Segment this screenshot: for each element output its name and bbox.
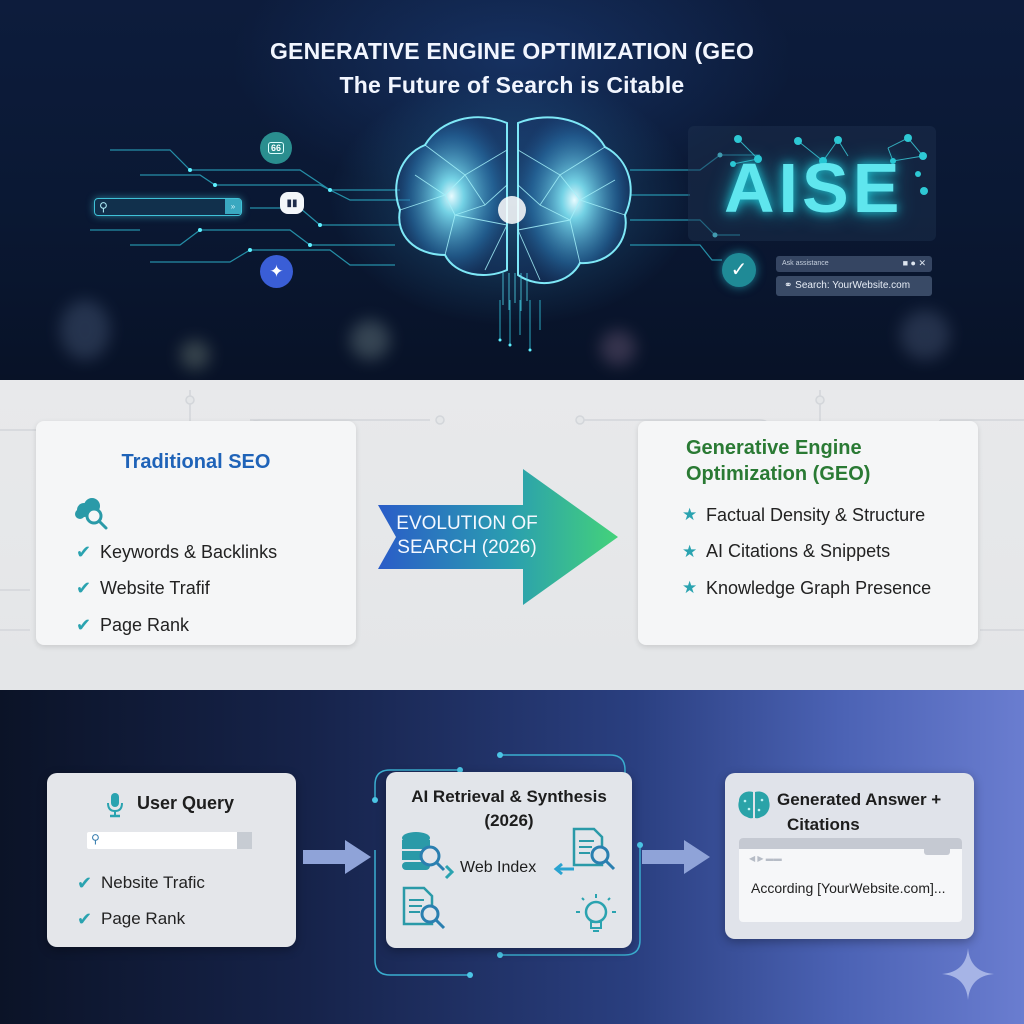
flow-circuit bbox=[372, 752, 643, 978]
search-submit-button[interactable] bbox=[237, 832, 252, 849]
check-icon: ✔ bbox=[77, 872, 93, 893]
user-query-card: User Query ⚲ ✔Nebsite Trafic ✔Page Rank bbox=[47, 773, 296, 947]
list-item: ✔Nebsite Trafic bbox=[77, 872, 205, 893]
geo-card: Generative Engine Optimization (GEO) ★Fa… bbox=[638, 421, 978, 645]
network-graph-icon bbox=[730, 134, 928, 195]
circuit-lines bbox=[90, 149, 760, 352]
document-search-icon bbox=[402, 886, 446, 930]
aise-panel bbox=[688, 126, 936, 241]
answer-browser-window: ◀ ▶ ▬▬ According [YourWebsite.com]... bbox=[739, 838, 962, 922]
microphone-icon bbox=[107, 793, 123, 818]
evolution-label: EVOLUTION OF SEARCH (2026) bbox=[396, 513, 538, 558]
brain-icon bbox=[738, 791, 770, 819]
comparison-section: Traditional SEO ✔Keywords & Backlinks ✔W… bbox=[0, 380, 1024, 690]
list-item: ★Knowledge Graph Presence bbox=[682, 577, 932, 598]
list-item: ★Factual Density & Structure bbox=[682, 504, 926, 525]
search-icon: ⚲ bbox=[91, 832, 100, 846]
evolution-arrow-icon bbox=[378, 469, 618, 605]
search-icon: ⚲ bbox=[99, 200, 108, 214]
card-title: User Query bbox=[137, 793, 235, 813]
brain-icon bbox=[395, 116, 632, 311]
card-title: AI Retrieval & Synthesis (2026) bbox=[411, 787, 607, 830]
search-go-button[interactable]: » bbox=[225, 199, 241, 214]
seo-list: ✔Keywords & Backlinks ✔Website Trafif ✔P… bbox=[76, 534, 277, 644]
check-icon: ✔ bbox=[76, 578, 92, 599]
twitter-bird-icon: ✦ bbox=[260, 255, 293, 288]
list-item: ★AI Citations & Snippets bbox=[682, 541, 891, 562]
list-item: ✔Keywords & Backlinks bbox=[76, 541, 278, 562]
hero-title: GENERATIVE ENGINE OPTIMIZATION (GEO bbox=[269, 38, 755, 64]
geo-list: ★Factual Density & Structure ★AI Citatio… bbox=[682, 497, 931, 607]
web-index-label: Web Index bbox=[460, 859, 537, 876]
chat-bubble-icon: ▮▮ bbox=[280, 192, 304, 214]
query-search-input[interactable]: ⚲ bbox=[87, 832, 252, 849]
sparkle-icon bbox=[942, 948, 994, 1000]
check-icon: ✔ bbox=[76, 541, 92, 562]
browser-nav-icons: ◀ ▶ ▬▬ bbox=[749, 854, 782, 863]
card-title: Generative Engine Optimization (GEO) bbox=[686, 437, 871, 485]
document-search-icon bbox=[572, 827, 616, 871]
aise-logo-text: AISE bbox=[724, 149, 904, 227]
star-icon: ★ bbox=[682, 505, 698, 525]
generated-answer-card: Generated Answer + Citations ◀ ▶ ▬▬ Acco… bbox=[725, 773, 974, 939]
window-controls[interactable]: ■ ● ✕ bbox=[902, 258, 926, 268]
ai-retrieval-card: AI Retrieval & Synthesis (2026) Web Inde… bbox=[386, 772, 632, 948]
arrow-left-icon bbox=[553, 862, 574, 876]
card-title: Traditional SEO bbox=[121, 451, 271, 473]
hero-search-bar[interactable]: ⚲ » bbox=[94, 198, 242, 216]
flow-arrow-icon bbox=[303, 840, 371, 874]
flow-arrow-icon bbox=[642, 840, 710, 874]
list-item: ✔Page Rank bbox=[77, 908, 186, 929]
traditional-seo-card: Traditional SEO ✔Keywords & Backlinks ✔W… bbox=[36, 421, 356, 645]
list-item: ✔Page Rank bbox=[76, 614, 190, 635]
list-item: ✔Website Trafif bbox=[76, 578, 210, 599]
assistant-bar[interactable]: Ask assistance ■ ● ✕ bbox=[776, 256, 932, 272]
card-title: Generated Answer + Citations bbox=[777, 790, 942, 834]
answer-text: According [YourWebsite.com]... bbox=[751, 880, 946, 896]
database-search-icon bbox=[402, 832, 455, 880]
lightbulb-icon bbox=[576, 894, 616, 932]
source-bar[interactable]: ⚭ Search: YourWebsite.com bbox=[776, 276, 932, 296]
check-icon: ✔ bbox=[77, 908, 93, 929]
quote-icon: 66 bbox=[260, 132, 292, 164]
process-flow-section: User Query ⚲ ✔Nebsite Trafic ✔Page Rank … bbox=[0, 690, 1024, 1024]
cloud-search-icon bbox=[75, 498, 108, 530]
check-icon: ✔ bbox=[76, 614, 92, 635]
hero-banner: GENERATIVE ENGINE OPTIMIZATION (GEO The … bbox=[0, 0, 1024, 380]
star-icon: ★ bbox=[682, 541, 698, 561]
browser-toolbar bbox=[739, 838, 962, 849]
star-icon: ★ bbox=[682, 578, 698, 598]
hero-subtitle: The Future of Search is Citable bbox=[339, 72, 685, 98]
checkmark-icon: ✓ bbox=[722, 253, 756, 287]
comment-bubble-icon bbox=[924, 843, 950, 855]
query-list: ✔Nebsite Trafic ✔Page Rank bbox=[77, 865, 205, 937]
source-icon: ⚭ bbox=[784, 280, 796, 291]
